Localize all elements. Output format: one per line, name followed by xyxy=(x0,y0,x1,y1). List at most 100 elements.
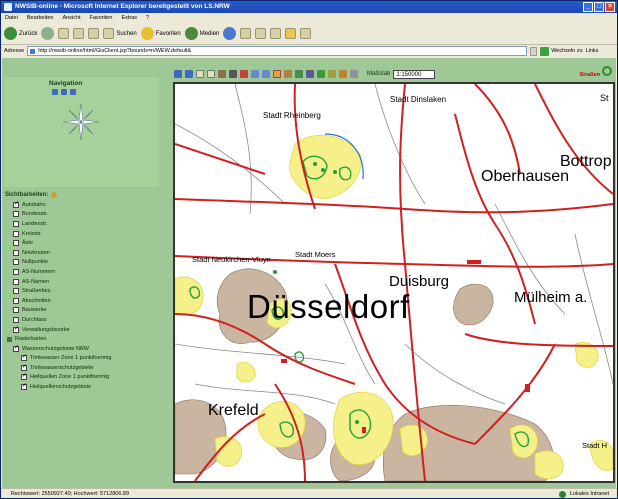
refresh-map-icon[interactable] xyxy=(70,89,76,95)
layer-checkbox[interactable] xyxy=(13,297,19,304)
layer-item[interactable]: Nullpunkte xyxy=(5,258,159,268)
layer-item[interactable]: Trinkwasser Zone 1 punktfoermig xyxy=(5,353,159,364)
layer-item[interactable]: Trinkwasserschutzgebiete xyxy=(5,363,159,373)
measure-icon[interactable] xyxy=(284,70,292,78)
layer-checkbox[interactable] xyxy=(21,372,27,381)
scale-input[interactable]: 1:150000 xyxy=(393,69,436,79)
layer-item[interactable]: Heilquellenschutzgebiete xyxy=(5,382,159,392)
mail-icon[interactable] xyxy=(240,28,252,39)
search-button[interactable]: Suchen xyxy=(103,28,137,39)
layer-checkbox[interactable] xyxy=(21,353,27,362)
zoom-out-icon[interactable] xyxy=(262,70,270,78)
layer-item[interactable]: Heilquellen Zone 1 punktfoermig xyxy=(5,372,159,383)
layer-item[interactable]: Bundesstr. xyxy=(5,210,159,220)
layer-item[interactable]: AS-Namen xyxy=(5,277,159,287)
menu-help[interactable]: ? xyxy=(146,15,150,21)
layer-item[interactable]: Bauwerke xyxy=(5,306,159,316)
minimize-button[interactable]: _ xyxy=(583,2,593,12)
maximize-button[interactable]: □ xyxy=(594,2,604,12)
stop-icon[interactable] xyxy=(58,28,70,39)
layer-item[interactable]: Autobahn xyxy=(5,200,159,210)
check-icon[interactable] xyxy=(317,70,325,78)
layer-label: Rasterkarten xyxy=(15,336,47,343)
folder-icon[interactable] xyxy=(285,28,297,39)
layer-checkbox[interactable] xyxy=(13,268,19,275)
layer-item[interactable]: Kreisstr. xyxy=(5,229,159,239)
menu-file[interactable]: Datei xyxy=(5,15,18,21)
pan-icon[interactable] xyxy=(52,89,58,95)
pan-icon[interactable] xyxy=(240,70,248,78)
menu-tools[interactable]: Extras xyxy=(121,15,138,21)
layer-checkbox[interactable] xyxy=(13,259,19,266)
history-icon[interactable] xyxy=(223,27,237,40)
layer-checkbox[interactable] xyxy=(13,249,19,256)
menu-view[interactable]: Ansicht xyxy=(62,15,81,21)
layer-checkbox[interactable] xyxy=(13,230,19,237)
back-arrow-icon[interactable] xyxy=(174,70,182,78)
folder-icon xyxy=(7,336,12,342)
layer-item[interactable]: Landesstr. xyxy=(5,219,159,229)
layer-checkbox[interactable] xyxy=(13,307,19,314)
layer-toggle-icon[interactable] xyxy=(602,66,612,76)
address-input[interactable]: http://nwsib-online/html/GisClient.jsp?b… xyxy=(27,46,528,56)
info-icon[interactable] xyxy=(229,70,237,78)
layer-checkbox[interactable] xyxy=(13,316,19,323)
refresh-icon[interactable] xyxy=(73,28,85,39)
back-button[interactable]: Zurück xyxy=(4,27,37,40)
layer-checkbox[interactable] xyxy=(13,344,19,352)
help-map-icon[interactable] xyxy=(350,70,358,78)
layers-icon[interactable] xyxy=(295,70,303,78)
save-icon[interactable] xyxy=(207,70,215,78)
map-toolbar: Maßstab 1:150000 xyxy=(174,69,436,79)
layer-checkbox[interactable] xyxy=(13,278,19,285)
layer-item[interactable]: Abschnitten xyxy=(5,296,159,306)
layer-checkbox[interactable] xyxy=(21,363,27,371)
table-icon[interactable] xyxy=(306,70,314,78)
forward-arrow-icon[interactable] xyxy=(41,27,55,40)
edit-icon[interactable] xyxy=(270,28,282,39)
favorites-button[interactable]: Favoriten xyxy=(140,27,181,40)
messenger-icon[interactable] xyxy=(300,28,312,39)
layer-item[interactable]: Netzknoten xyxy=(5,248,159,258)
layer-checkbox[interactable] xyxy=(13,240,19,247)
map-label-stadt-h: Stadt H xyxy=(582,441,608,450)
layer-item[interactable]: Straßenbez. xyxy=(5,286,159,296)
help-icon[interactable] xyxy=(51,192,58,198)
zoom-icon[interactable] xyxy=(61,89,67,95)
layer-item[interactable]: Durchlass xyxy=(5,315,159,325)
close-button[interactable]: × xyxy=(605,2,615,12)
map-canvas[interactable] xyxy=(175,84,613,481)
menu-edit[interactable]: Bearbeiten xyxy=(26,15,54,21)
links-label[interactable]: Links xyxy=(585,48,599,54)
map-view[interactable]: Stadt Rheinberg Stadt Dinslaken St Bottr… xyxy=(173,82,615,483)
layer-label: Bauwerke xyxy=(22,307,47,314)
zoom-box-icon[interactable] xyxy=(273,70,281,78)
compass-icon[interactable] xyxy=(62,103,100,141)
layer-item[interactable]: Verwaltungsbezirke xyxy=(5,325,159,335)
layer-item[interactable]: Wasserschutzgebiete NRW xyxy=(5,344,159,354)
zoom-in-icon[interactable] xyxy=(251,70,259,78)
forward-arrow-icon[interactable] xyxy=(185,70,193,78)
go-arrow-icon xyxy=(540,46,550,56)
go-button[interactable]: Wechseln zu xyxy=(540,46,583,56)
print-icon[interactable] xyxy=(255,28,267,39)
layer-checkbox[interactable] xyxy=(13,288,19,295)
home-icon[interactable] xyxy=(88,28,100,39)
layer-item[interactable]: Rasterkarten xyxy=(5,334,159,344)
address-dropdown-icon[interactable] xyxy=(530,46,538,56)
layer-item[interactable]: Äste xyxy=(5,238,159,248)
search-map-icon[interactable] xyxy=(328,70,336,78)
layer-checkbox[interactable] xyxy=(13,220,19,227)
pencil-icon[interactable] xyxy=(339,70,347,78)
layer-checkbox[interactable] xyxy=(13,325,19,333)
layer-checkbox[interactable] xyxy=(13,211,19,218)
layer-checkbox[interactable] xyxy=(13,200,19,208)
green-markers xyxy=(273,162,359,424)
layer-checkbox[interactable] xyxy=(21,382,27,391)
media-button[interactable]: Medien xyxy=(184,27,219,40)
menu-favorites[interactable]: Favoriten xyxy=(89,15,113,21)
select-icon[interactable] xyxy=(218,70,226,78)
print-icon[interactable] xyxy=(196,70,204,78)
layer-item[interactable]: AS-Nummern xyxy=(5,267,159,277)
status-text: Rechtswert: 2550927.40; Hochwert: 571280… xyxy=(11,491,130,497)
